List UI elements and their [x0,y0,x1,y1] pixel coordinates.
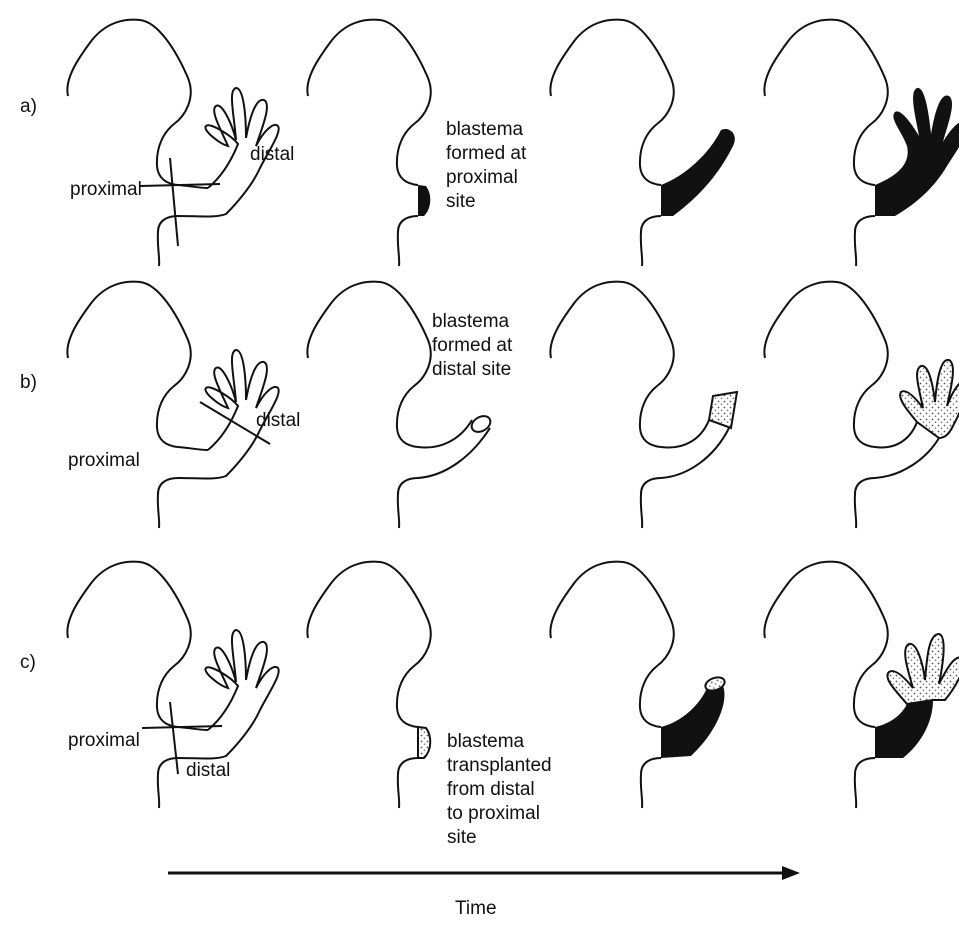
regenerated-arm [875,700,933,758]
body-contour [66,18,192,267]
salamander-outline [306,280,492,529]
salamander-outline [549,280,739,529]
row-label-c: c) [20,652,36,673]
body-contour [306,560,432,809]
body-contour [763,18,889,267]
note-c: blastema transplanted from distal to pro… [447,730,552,850]
note-a: blastema formed at proximal site [446,118,526,214]
note-b-line: blastema [432,311,510,332]
regenerated-hand [886,632,959,706]
cut-line-horizontal [139,183,221,187]
blastema-tip [704,676,726,692]
hand-contour [177,348,280,480]
blastema-proximal [418,185,431,216]
arm-stump [874,421,940,479]
note-c-line: to proximal [447,803,540,824]
proximal-label-a: proximal [70,179,142,200]
salamander-outline [763,18,959,267]
distal-label-c: distal [186,760,231,781]
arm-stump [417,419,491,479]
body-contour [306,18,432,267]
salamander-outline [763,280,959,529]
distal-label-a: distal [250,144,295,165]
row-label-b: b) [20,372,37,393]
body-contour [549,280,675,529]
body-contour [66,280,192,529]
blastema-transplanted [417,725,432,759]
note-b-line: distal site [432,359,512,380]
row-label-a: a) [20,96,37,117]
salamander-outline [66,560,280,809]
hand-contour [177,628,280,760]
body-contour [763,560,889,809]
regenerated-limb [875,87,959,216]
salamander-outline [306,18,432,267]
body-contour [549,560,675,809]
hand-contour [177,86,280,218]
proximal-label-b: proximal [68,450,140,471]
note-a-line: blastema [446,119,524,140]
salamander-outline [306,560,432,809]
cut-line-distal [199,401,271,445]
regenerated-arm [661,682,725,758]
distal-label-b: distal [256,410,301,431]
time-label: Time [455,898,497,919]
note-c-line: from distal [447,779,535,800]
note-c-line: transplanted [447,755,552,776]
regenerated-hand-part [707,390,739,430]
proximal-label-c: proximal [68,730,140,751]
regenerated-arm [661,128,735,216]
note-b-line: formed at [432,335,513,356]
salamander-outline [66,18,280,267]
note-c-line: site [447,827,477,848]
salamander-outline [549,18,735,267]
regenerated-hand [899,358,959,440]
body-contour [549,18,675,267]
arm-contour [177,446,209,451]
salamander-outline [549,560,726,809]
time-arrow [168,866,800,880]
note-b: blastema formed at distal site [432,310,512,382]
cut-line-vertical [169,157,179,247]
arm-stump [660,419,730,479]
blastema-distal [470,415,492,433]
note-c-line: blastema [447,731,525,752]
cut-line-horizontal [141,725,223,729]
salamander-outline [66,280,280,529]
body-contour [66,560,192,809]
cut-line-vertical [169,701,179,775]
body-contour [306,280,432,529]
salamander-outline [763,560,959,809]
note-a-line: site [446,191,476,212]
note-a-line: formed at [446,143,527,164]
body-contour [763,280,889,529]
note-a-line: proximal [446,167,518,188]
